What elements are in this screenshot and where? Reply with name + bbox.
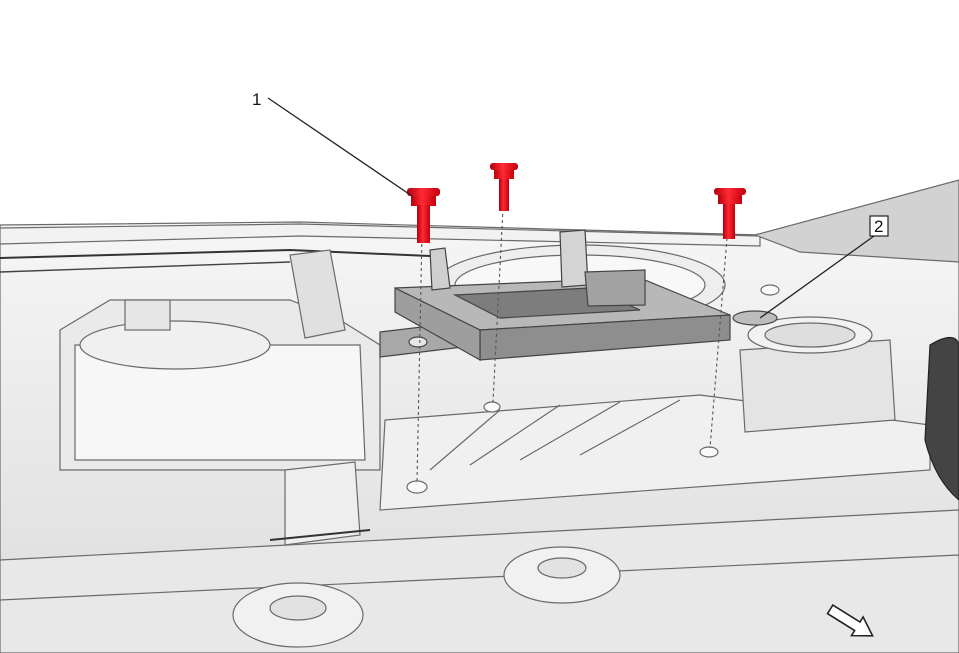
screw-icon xyxy=(490,163,518,211)
leader-line-2 xyxy=(759,235,875,319)
screw-icon xyxy=(714,188,746,239)
callout-2-label: 2 xyxy=(874,217,883,236)
alignment-lines xyxy=(416,207,728,483)
module-bracket xyxy=(379,229,778,362)
callout-2-box xyxy=(869,215,889,237)
vehicle-body xyxy=(0,179,959,653)
screw-icon xyxy=(407,188,440,243)
leader-line-1 xyxy=(267,97,413,197)
direction-arrow-icon xyxy=(826,603,874,637)
callout-1-label: 1 xyxy=(252,90,261,109)
